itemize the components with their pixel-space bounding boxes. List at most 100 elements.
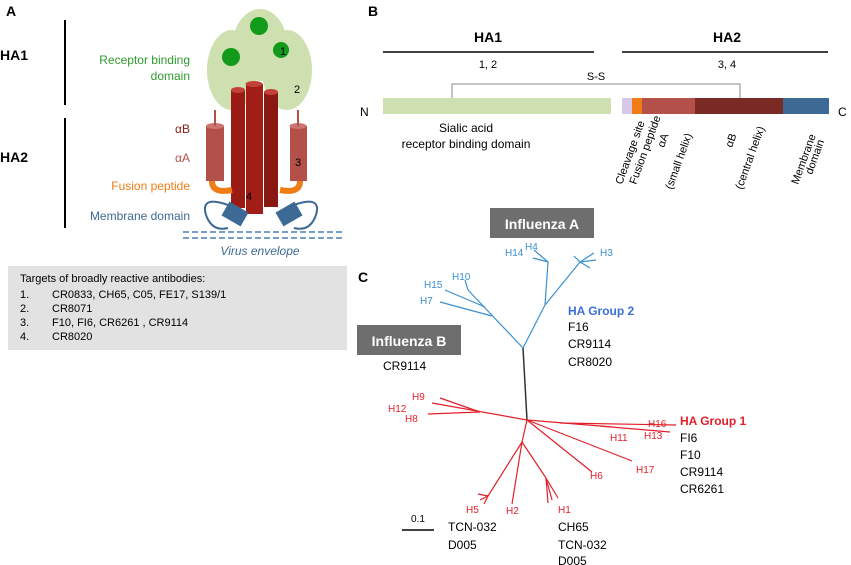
receptor-binding-label-1: Receptor binding [99, 53, 190, 67]
membrane-segment [783, 98, 829, 114]
h5-antibody-2: D005 [448, 538, 477, 552]
target-num-3: 3. [20, 317, 29, 329]
alpha-a-b-label: αA [656, 131, 672, 149]
leaf-label-h9: H9 [412, 392, 425, 403]
panel-a-ha1-label: HA1 [0, 47, 28, 63]
panel-a-ha2-label: HA2 [0, 149, 28, 165]
tree-branch [533, 249, 549, 263]
tree-branch [439, 397, 481, 413]
alpha-b-segment [695, 98, 783, 114]
scale-bar-label: 0.1 [411, 514, 425, 525]
site-number-1: 1 [280, 46, 286, 58]
tree-branch [526, 419, 633, 462]
ha1-sites: 1, 2 [479, 59, 497, 71]
receptor-head-group [207, 9, 312, 110]
leaf-label-h3: H3 [600, 248, 613, 259]
tree-branch [559, 422, 677, 426]
tree-branch [545, 477, 549, 504]
tree-branch [427, 411, 481, 415]
tree-branch [579, 261, 591, 269]
fusion-peptide-label: Fusion peptide [111, 179, 190, 193]
panel-c-label: C [358, 269, 368, 285]
group1-antibody-1: FI6 [680, 431, 698, 445]
tree-branch [545, 477, 559, 499]
group1-branches [427, 397, 677, 505]
leaf-label-h14: H14 [505, 248, 524, 259]
head-top [233, 9, 287, 81]
influenza-b-box [357, 325, 461, 355]
alpha-b-b-label: αB [724, 132, 740, 149]
c-terminus: C [838, 105, 847, 119]
target-text-2: CR8071 [52, 303, 92, 315]
disulfide-label: S-S [587, 71, 605, 83]
influenza-b-antibody: CR9114 [383, 359, 426, 373]
tree-branch [579, 259, 597, 263]
tree-branch [544, 261, 581, 306]
alpha-a-label: αA [175, 151, 190, 165]
tree-branch [511, 441, 523, 505]
tree-branch [599, 425, 671, 433]
leaf-label-h1: H1 [558, 505, 571, 516]
tree-branch [532, 257, 549, 263]
panel-b-ha2-label: HA2 [713, 29, 741, 45]
group2-antibody-3: CR8020 [568, 355, 612, 369]
helix-cap [245, 81, 263, 87]
h1-antibody-1: CH65 [558, 520, 589, 534]
target-text-3: F10, FI6, CR6261 , CR9114 [52, 317, 188, 329]
tree-branch [483, 495, 489, 505]
alpha-a-segment [642, 98, 695, 114]
small-helix-right [290, 126, 307, 181]
binding-site-dot [273, 42, 289, 58]
n-terminus: N [360, 105, 369, 119]
helix-cap [264, 89, 278, 95]
tree-branch [545, 477, 553, 501]
fusion-peptide-segment [632, 98, 642, 114]
site-number-3: 3 [295, 157, 301, 169]
leaf-label-h17: H17 [636, 465, 655, 476]
tree-branch [526, 419, 593, 473]
domain-bar [383, 98, 829, 114]
tree-branch [573, 255, 581, 263]
leaf-label-h11: H11 [610, 433, 628, 444]
group2-antibody-2: CR9114 [568, 337, 611, 351]
influenza-b-label: Influenza B [372, 333, 447, 349]
tree-branch [487, 441, 523, 497]
central-helix [264, 92, 278, 207]
site-number-4: 4 [246, 191, 252, 203]
leaf-label-h15: H15 [424, 280, 443, 291]
leaf-label-h7: H7 [420, 296, 433, 307]
tree-branch [479, 495, 489, 501]
central-helix [231, 90, 245, 208]
tree-branch [521, 441, 547, 479]
membrane-loop [204, 200, 229, 230]
leaf-label-h2: H2 [506, 506, 519, 517]
target-num-4: 4. [20, 331, 29, 343]
leaf-label-h8: H8 [405, 414, 418, 425]
stalk-helices [206, 81, 307, 214]
h5-antibody-1: TCN-032 [448, 520, 497, 534]
targets-box [8, 266, 347, 350]
group2-antibody-1: F16 [568, 320, 589, 334]
receptor-binding-label-2: domain [151, 69, 190, 83]
virus-envelope-label: Virus envelope [220, 244, 299, 258]
disulfide-bracket [451, 83, 741, 98]
sialic-domain-segment [383, 98, 611, 114]
membrane-anchor-left [221, 201, 249, 227]
tree-stem [522, 347, 528, 421]
small-helix-left [206, 126, 224, 181]
panel-a-label: A [6, 3, 16, 19]
targets-title: Targets of broadly reactive antibodies: [20, 273, 205, 285]
sialic-label-1: Sialic acid [439, 121, 493, 135]
influenza-a-label: Influenza A [505, 216, 579, 232]
membrane-domain-label: Membrane domain [90, 209, 190, 223]
ha2-sites: 3, 4 [718, 59, 736, 71]
tree-branch [439, 301, 493, 317]
influenza-a-box [490, 208, 594, 238]
h1-antibody-2: TCN-032 [558, 538, 607, 552]
group1-title: HA Group 1 [680, 414, 747, 428]
group1-antibody-4: CR6261 [680, 482, 724, 496]
panel-b-ha1-label: HA1 [474, 29, 502, 45]
leaf-label-h12: H12 [388, 404, 407, 415]
